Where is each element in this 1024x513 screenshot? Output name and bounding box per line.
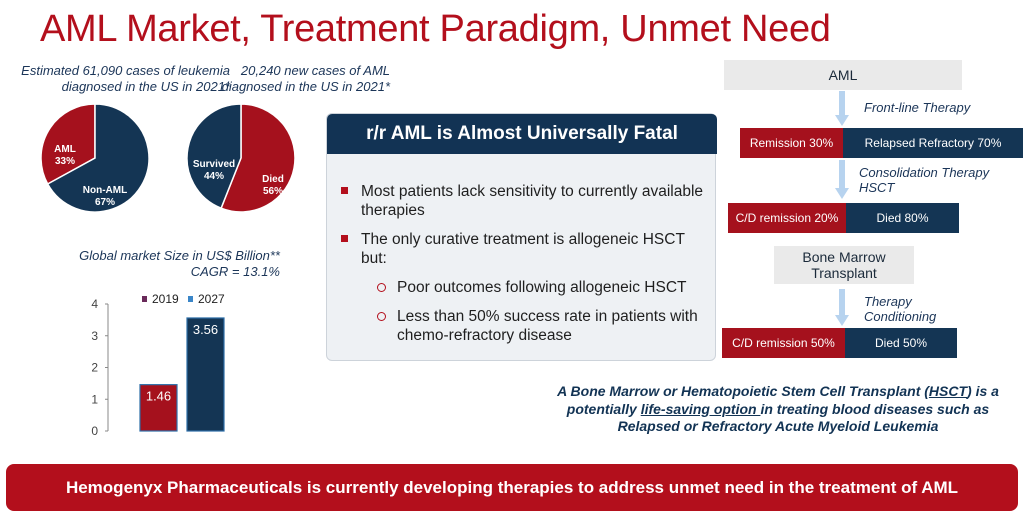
bullet-circle-icon [377, 283, 386, 292]
pie-slice-survived [186, 103, 242, 210]
pie-slice-label: AML [54, 144, 76, 155]
sub-bullet-text: Poor outcomes following allogeneic HSCT [397, 279, 687, 296]
note-text: A Bone Marrow or Hematopoietic Stem Cell… [557, 383, 929, 399]
note-text: in treating blood diseases such as Relap… [617, 400, 990, 435]
y-tick-label: 2 [91, 361, 98, 375]
died-50-segment: Died 50% [845, 328, 957, 358]
pie-slice-value: 67% [95, 197, 115, 208]
legend-label: 2019 [152, 292, 179, 306]
pie-slice-non-aml [46, 103, 150, 213]
hsct-note: A Bone Marrow or Hematopoietic Stem Cell… [548, 383, 1008, 436]
pie-slice-value: 44% [204, 171, 224, 182]
page-title: AML Market, Treatment Paradigm, Unmet Ne… [40, 8, 831, 50]
hsct-term: HSCT [928, 383, 968, 399]
bullet-circle-icon [377, 312, 386, 321]
bullet-item: Most patients lack sensitivity to curren… [339, 182, 709, 220]
bottom-banner: Hemogenyx Pharmaceuticals is currently d… [6, 464, 1018, 511]
therapy-conditioning-label: Therapy Conditioning [864, 294, 937, 324]
sub-bullet-item: Poor outcomes following allogeneic HSCT [339, 278, 709, 297]
down-arrow-icon [835, 91, 849, 126]
bullet-square-icon [341, 235, 348, 242]
market-size-bar-chart: 0 1 2 3 4 1.46 3.56 2019 2027 [91, 292, 225, 438]
panel-bullets: Most patients lack sensitivity to curren… [339, 182, 709, 355]
pie-slice-label: Non-AML [83, 185, 127, 196]
legend-label: 2027 [198, 292, 225, 306]
market-size-caption: Global market Size in US$ Billion** CAGR… [79, 248, 280, 279]
y-tick-label: 0 [91, 424, 98, 438]
bar-2027 [186, 317, 225, 432]
life-saving-term: life-saving option [640, 400, 761, 417]
bar-2019 [139, 384, 178, 432]
y-tick-label: 4 [91, 297, 98, 311]
leukemia-caption: Estimated 61,090 cases of leukemia diagn… [21, 63, 230, 94]
sub-bullet-text: Less than 50% success rate in patients w… [397, 308, 698, 344]
pie-slice-label: Survived [193, 159, 235, 170]
bullet-text: Most patients lack sensitivity to curren… [361, 183, 704, 219]
remission-30-segment: Remission 30% [740, 128, 843, 158]
fatal-panel: r/r AML is Almost Universally Fatal Most… [326, 113, 717, 361]
pie-slice-died [220, 103, 296, 213]
aml-box: AML [724, 60, 962, 90]
bone-marrow-transplant-box: Bone Marrow Transplant [774, 246, 914, 284]
legend-swatch [142, 296, 147, 302]
cd-remission-20-segment: C/D remission 20% [728, 203, 846, 233]
bullet-item: The only curative treatment is allogenei… [339, 230, 709, 268]
died-80-segment: Died 80% [846, 203, 959, 233]
down-arrow-icon [835, 289, 849, 326]
cd-remission-50-segment: C/D remission 50% [722, 328, 845, 358]
bullet-text: The only curative treatment is allogenei… [361, 231, 685, 267]
bar-data-label: 3.56 [193, 322, 218, 337]
relapsed-refractory-70-segment: Relapsed Refractory 70% [843, 128, 1023, 158]
panel-header: r/r AML is Almost Universally Fatal [327, 114, 717, 154]
aml-cases-caption: 20,240 new cases of AML diagnosed in the… [221, 63, 390, 94]
front-line-therapy-label: Front-line Therapy [864, 100, 971, 115]
down-arrow-icon [835, 160, 849, 199]
bar-data-label: 1.46 [146, 389, 171, 404]
note-text: ) is a potentially [566, 383, 999, 417]
sub-bullet-item: Less than 50% success rate in patients w… [339, 307, 709, 345]
bullet-square-icon [341, 187, 348, 194]
legend-swatch [188, 296, 193, 302]
y-tick-label: 3 [91, 329, 98, 343]
pie-slice-label: Died [262, 174, 284, 185]
pie-slice-value: 56% [263, 186, 283, 197]
consolidation-therapy-label: Consolidation Therapy HSCT [859, 165, 990, 195]
pie-slice-aml [40, 103, 96, 186]
pie-slice-value: 33% [55, 156, 75, 167]
y-tick-label: 1 [91, 392, 98, 406]
